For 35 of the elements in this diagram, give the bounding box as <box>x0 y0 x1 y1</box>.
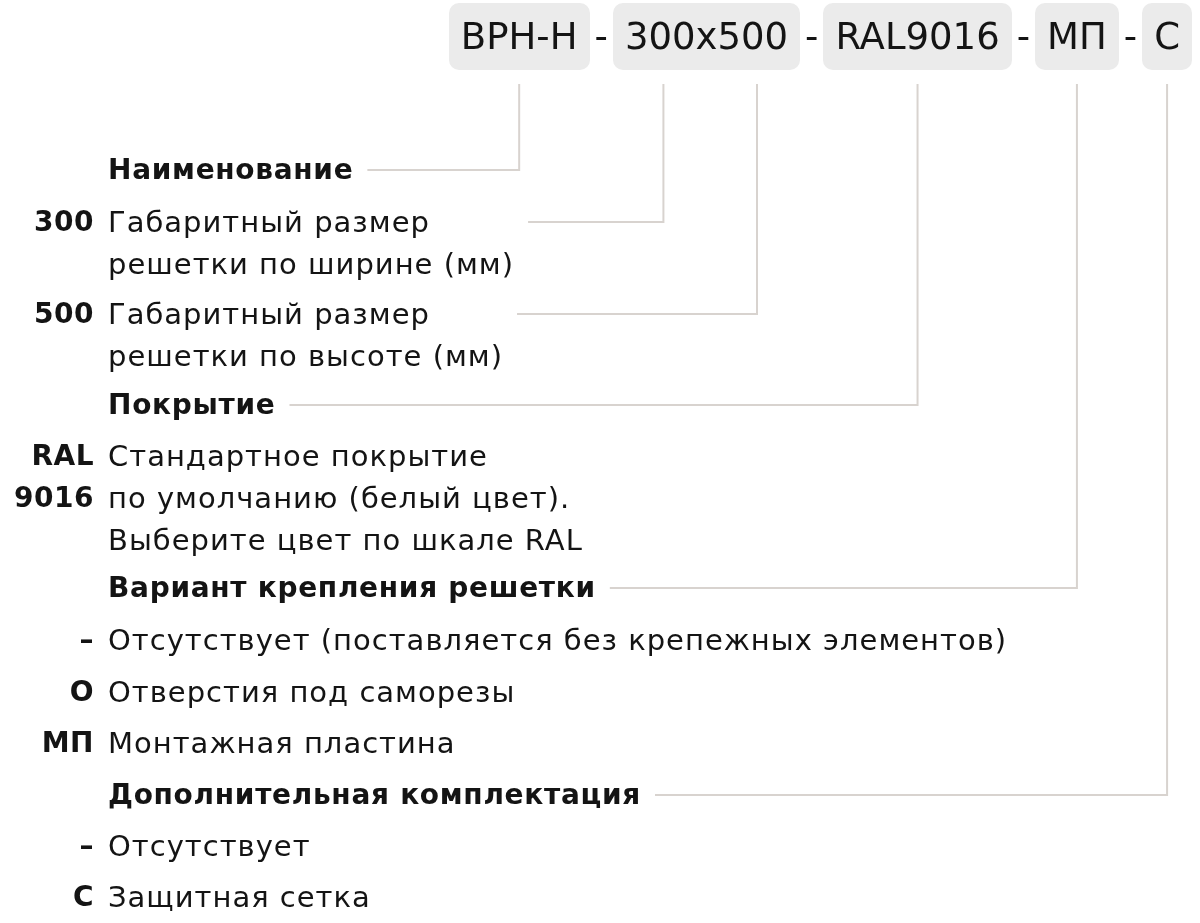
code-separator: - <box>1123 18 1138 55</box>
option-code: RAL 9016 <box>14 438 94 516</box>
code-segment: RAL9016 <box>823 3 1012 70</box>
leader-line <box>608 83 1078 589</box>
option-description: Отверстия под саморезы <box>108 674 516 711</box>
leader-line <box>527 83 665 223</box>
code-separator: - <box>805 18 819 55</box>
section-heading: Дополнительная комплектация <box>108 774 641 816</box>
code-segment: МП <box>1035 3 1119 70</box>
section-heading: Покрытие <box>108 384 276 426</box>
code-separator: - <box>1016 18 1031 55</box>
code-separator: - <box>594 18 608 55</box>
code-segment: 300x500 <box>612 3 801 70</box>
option-code: О <box>69 674 94 710</box>
leader-line <box>288 83 919 406</box>
code-segment: С <box>1142 3 1192 70</box>
option-code: С <box>72 879 94 915</box>
option-description: Габаритный размер решетки по ширине (мм) <box>108 201 515 285</box>
option-code: 300 <box>34 204 94 240</box>
option-description: Отсутствует (поставляется без крепежных элементов) <box>108 622 1008 659</box>
option-description: Защитная сетка <box>108 879 371 916</box>
option-description: Монтажная пластина <box>108 725 456 762</box>
option-code: МП <box>41 725 94 761</box>
leader-line <box>654 83 1169 796</box>
option-description: Отсутствует <box>108 828 311 865</box>
leader-line <box>366 83 521 171</box>
option-description: Габаритный размер решетки по высоте (мм) <box>108 293 504 377</box>
section-heading: Вариант крепления решетки <box>108 567 596 609</box>
code-segment: ВРН-Н <box>448 3 590 70</box>
option-code: – <box>79 622 94 658</box>
option-code: 500 <box>34 296 94 332</box>
option-code: – <box>79 828 94 864</box>
option-description: Стандартное покрытие по умолчанию (белый цвет). Выберите цвет по шкале RAL <box>108 438 583 559</box>
leader-line <box>516 83 758 315</box>
section-heading: Наименование <box>108 149 354 191</box>
